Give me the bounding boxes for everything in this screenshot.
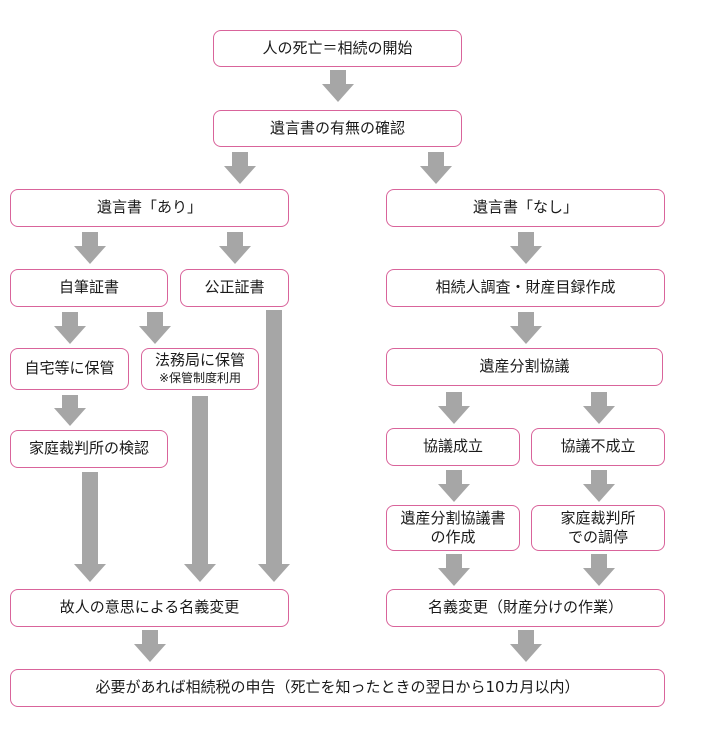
box-notarial: 公正証書 [180,269,289,307]
arrow-survey-to-talks [510,312,542,344]
box-will-no-label: 遺言書「なし」 [472,198,578,217]
box-keep-legal-bureau-label: 法務局に保管 [154,351,245,370]
box-family-court-probate: 家庭裁判所の検認 [10,430,168,468]
box-transfer-division-label: 名義変更（財産分けの作業） [427,598,623,617]
arrow-bureau-to-transfer [184,396,216,582]
box-will-check-label: 遺言書の有無の確認 [269,118,405,137]
box-agreement-failed-label: 協議不成立 [560,437,636,456]
box-holograph: 自筆証書 [10,269,168,307]
box-start-label: 人の死亡＝相続の開始 [262,38,413,57]
box-will-yes-label: 遺言書「あり」 [96,198,202,217]
box-keep-home: 自宅等に保管 [10,348,129,390]
box-tax-return-label: 必要があれば相続税の申告（死亡を知ったときの翌日から10カ月以内） [95,678,580,697]
arrow-failed-to-mediation [583,470,615,502]
box-keep-home-label: 自宅等に保管 [24,359,115,378]
box-start: 人の死亡＝相続の開始 [213,30,462,67]
box-mediation-line2: での調停 [567,528,628,546]
box-will-no: 遺言書「なし」 [386,189,665,227]
arrow-doc-to-transfer [438,554,470,586]
arrow-check-to-yes [224,152,256,184]
box-division-talks: 遺産分割協議 [386,348,663,386]
box-will-yes: 遺言書「あり」 [10,189,289,227]
arrow-yes-to-notarial [219,232,251,264]
box-transfer-division: 名義変更（財産分けの作業） [386,589,665,627]
box-division-doc: 遺産分割協議書 の作成 [386,505,520,551]
box-division-doc-line1: 遺産分割協議書 [400,508,506,527]
arrow-mediation-to-transfer [583,554,615,586]
box-tax-return: 必要があれば相続税の申告（死亡を知ったときの翌日から10カ月以内） [10,669,665,707]
arrow-yes-to-holograph [74,232,106,264]
box-holograph-label: 自筆証書 [58,278,119,297]
box-agreement-failed: 協議不成立 [531,428,665,466]
arrow-no-to-survey [510,232,542,264]
box-family-court-probate-label: 家庭裁判所の検認 [28,439,149,458]
box-division-doc-line2: の作成 [430,528,476,546]
box-agreement-reached-label: 協議成立 [422,437,483,456]
box-will-check: 遺言書の有無の確認 [213,110,462,147]
box-division-talks-label: 遺産分割協議 [479,357,570,376]
box-mediation-line1: 家庭裁判所 [560,508,636,527]
box-mediation: 家庭裁判所 での調停 [531,505,665,551]
box-keep-legal-bureau-note: ※保管制度利用 [158,370,242,385]
arrow-holograph-to-home [54,312,86,344]
box-heir-survey: 相続人調査・財産目録作成 [386,269,665,307]
arrow-reached-to-doc [438,470,470,502]
arrow-talks-to-reached [438,392,470,424]
box-heir-survey-label: 相続人調査・財産目録作成 [435,278,616,297]
arrow-talks-to-failed [583,392,615,424]
box-transfer-will-label: 故人の意思による名義変更 [59,598,240,617]
arrow-holograph-to-bureau [139,312,171,344]
box-keep-legal-bureau: 法務局に保管 ※保管制度利用 [141,348,259,390]
box-notarial-label: 公正証書 [204,278,265,297]
box-transfer-will: 故人の意思による名義変更 [10,589,289,627]
arrow-transfer-division-to-tax [510,630,542,662]
arrow-transfer-will-to-tax [134,630,166,662]
box-agreement-reached: 協議成立 [386,428,520,466]
arrow-notarial-to-transfer [258,310,290,582]
arrow-home-to-court [54,395,86,426]
arrow-court-to-transfer [74,472,106,582]
arrow-start-to-check [322,70,354,102]
arrow-check-to-no [420,152,452,184]
